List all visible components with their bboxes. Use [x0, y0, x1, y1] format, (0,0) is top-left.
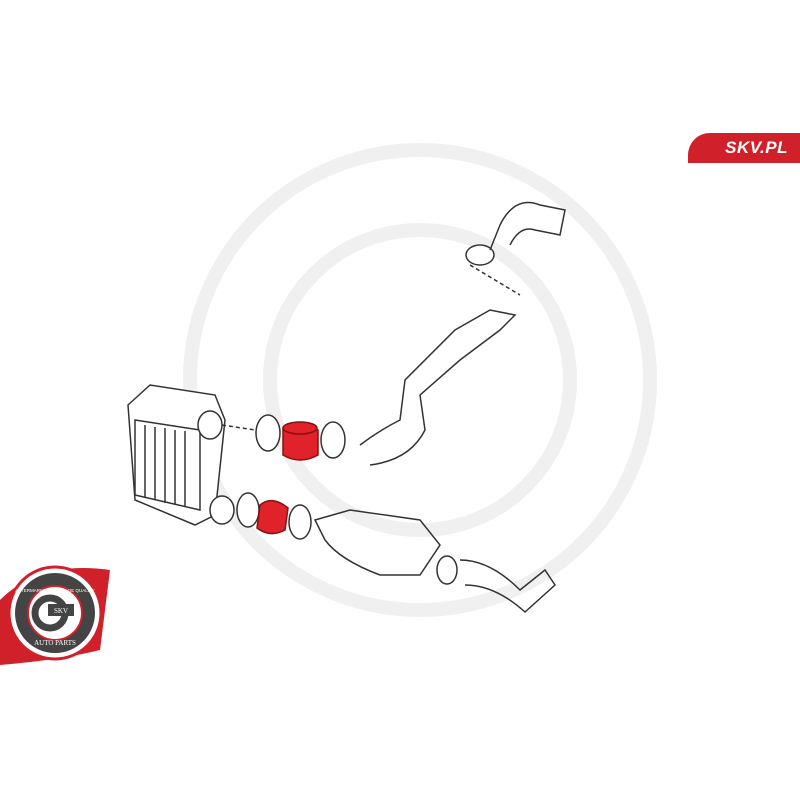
clamp — [465, 244, 495, 266]
highlighted-hose-upper — [282, 421, 319, 461]
clamp — [320, 421, 346, 459]
clamp — [288, 504, 312, 540]
badge-bottom-text: AUTO PARTS — [34, 639, 76, 647]
dash-lines — [221, 264, 521, 431]
clamp — [255, 414, 281, 452]
badge-top-text: AFTERMARKET PRICE · OE QUALITY — [15, 588, 94, 593]
charge-pipe-lower — [313, 509, 441, 576]
charge-pipe-upper — [359, 309, 517, 466]
hose-lower-right — [459, 559, 556, 614]
badge-center-text: SKV — [54, 607, 68, 615]
watermark-gear — [183, 143, 657, 617]
highlighted-hose-lower — [256, 499, 289, 535]
clamp — [436, 555, 458, 585]
hose-top — [489, 201, 566, 251]
intercooler — [127, 384, 235, 526]
brand-site-label: SKV.PL — [725, 138, 788, 157]
skv-auto-parts-badge: SKV AFTERMARKET PRICE · OE QUALITY AUTO … — [0, 565, 110, 665]
brand-tab: SKV.PL — [688, 133, 800, 163]
clamp — [236, 492, 260, 528]
